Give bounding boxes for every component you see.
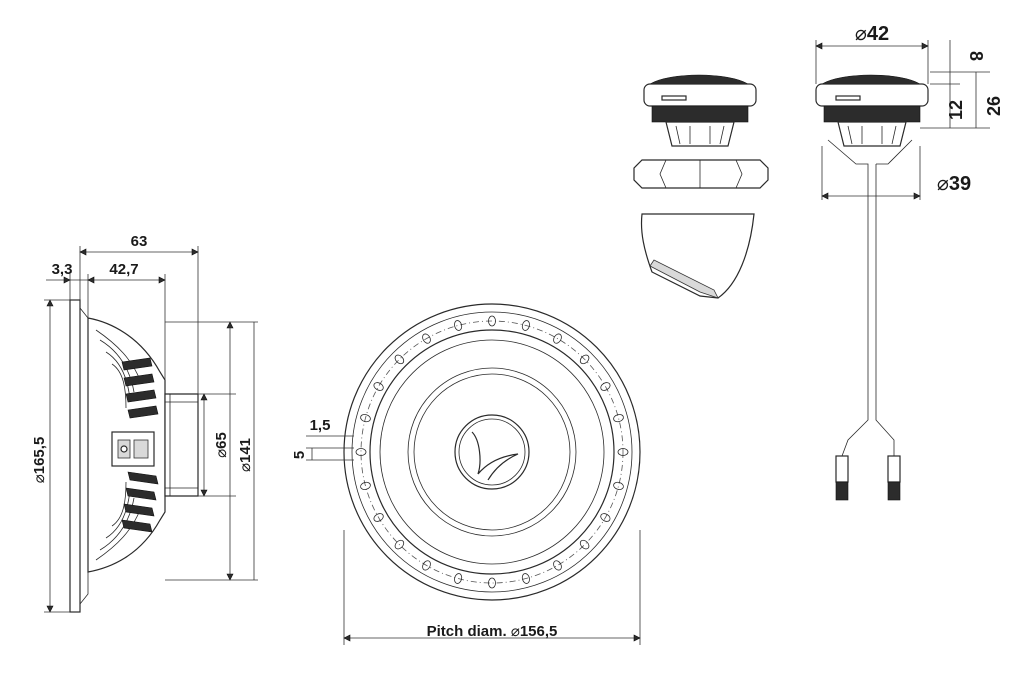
- mounting-hole: [521, 573, 530, 584]
- mounting-hole: [422, 333, 431, 344]
- mounting-hole: [579, 539, 590, 550]
- mounting-hole: [488, 577, 496, 589]
- diameter-symbol: ⌀: [31, 474, 48, 483]
- pitch-label: Pitch diam.: [427, 623, 507, 640]
- mounting-holes: [355, 315, 629, 589]
- mounting-hole: [394, 539, 405, 550]
- mounting-hole: [521, 320, 530, 331]
- brand-logo: [471, 431, 519, 481]
- woofer-front-view: [343, 303, 641, 601]
- tweeter-cable: [827, 139, 913, 457]
- connector-left: [835, 455, 849, 483]
- dim-cutout-diameter: ⌀141: [237, 438, 254, 472]
- mounting-hole: [553, 560, 562, 571]
- mounting-hole: [373, 382, 384, 391]
- dim-tweeter-dome-height: 8: [966, 51, 986, 61]
- tweeter-housing: [643, 83, 757, 107]
- dim-tweeter-outer-diameter: ⌀42: [855, 23, 889, 45]
- mounting-hole: [360, 414, 371, 423]
- tweeter-exploded: [633, 74, 769, 299]
- dim-overall-depth: 63: [131, 233, 148, 250]
- tweeter-dome: [648, 74, 750, 85]
- mounting-hole: [553, 333, 562, 344]
- dim-tweeter-mount-diameter: ⌀39: [937, 173, 971, 195]
- tweeter-base: [665, 121, 735, 147]
- dim-slot-width: 1,5: [310, 417, 331, 434]
- woofer-side-view: [69, 299, 199, 613]
- side-view-dimensions: [44, 246, 258, 613]
- front-view-dimensions: [306, 435, 641, 645]
- dim-magnet-depth: 42,7: [109, 261, 138, 278]
- mounting-hole: [422, 560, 431, 571]
- dim-flange-thickness: 3,3: [52, 261, 73, 278]
- dim-tweeter-body-height: 12: [946, 100, 966, 120]
- mounting-hole: [454, 573, 463, 584]
- woofer-flange: [69, 299, 81, 613]
- mounting-hole: [355, 448, 367, 456]
- tweeter-side-view: [815, 74, 929, 501]
- tweeter-thread: [651, 105, 749, 123]
- mounting-hole: [617, 448, 629, 456]
- tweeter-nut: [633, 159, 769, 189]
- basket-fins: [121, 357, 159, 533]
- mounting-hole: [613, 414, 624, 423]
- mounting-hole: [454, 320, 463, 331]
- dim-tweeter-total-height: 26: [984, 96, 1004, 116]
- dim-pitch-diameter: Pitch diam. ⌀156,5: [427, 623, 558, 640]
- mounting-hole: [488, 315, 496, 327]
- mounting-hole: [373, 513, 384, 522]
- mounting-hole: [613, 481, 624, 490]
- tweeter-side-dome: [820, 74, 922, 85]
- dim-outer-diameter: ⌀165,5: [31, 437, 48, 484]
- mounting-hole: [600, 513, 611, 522]
- mounting-hole: [394, 354, 405, 365]
- mounting-hole: [360, 481, 371, 490]
- tweeter-dimensions: [815, 40, 990, 200]
- dim-magnet-diameter: ⌀65: [213, 432, 230, 458]
- connector-right: [887, 455, 901, 483]
- dim-slot-height: 5: [291, 451, 308, 459]
- mounting-hole: [600, 382, 611, 391]
- mounting-hole: [579, 354, 590, 365]
- dust-cap: [454, 414, 530, 490]
